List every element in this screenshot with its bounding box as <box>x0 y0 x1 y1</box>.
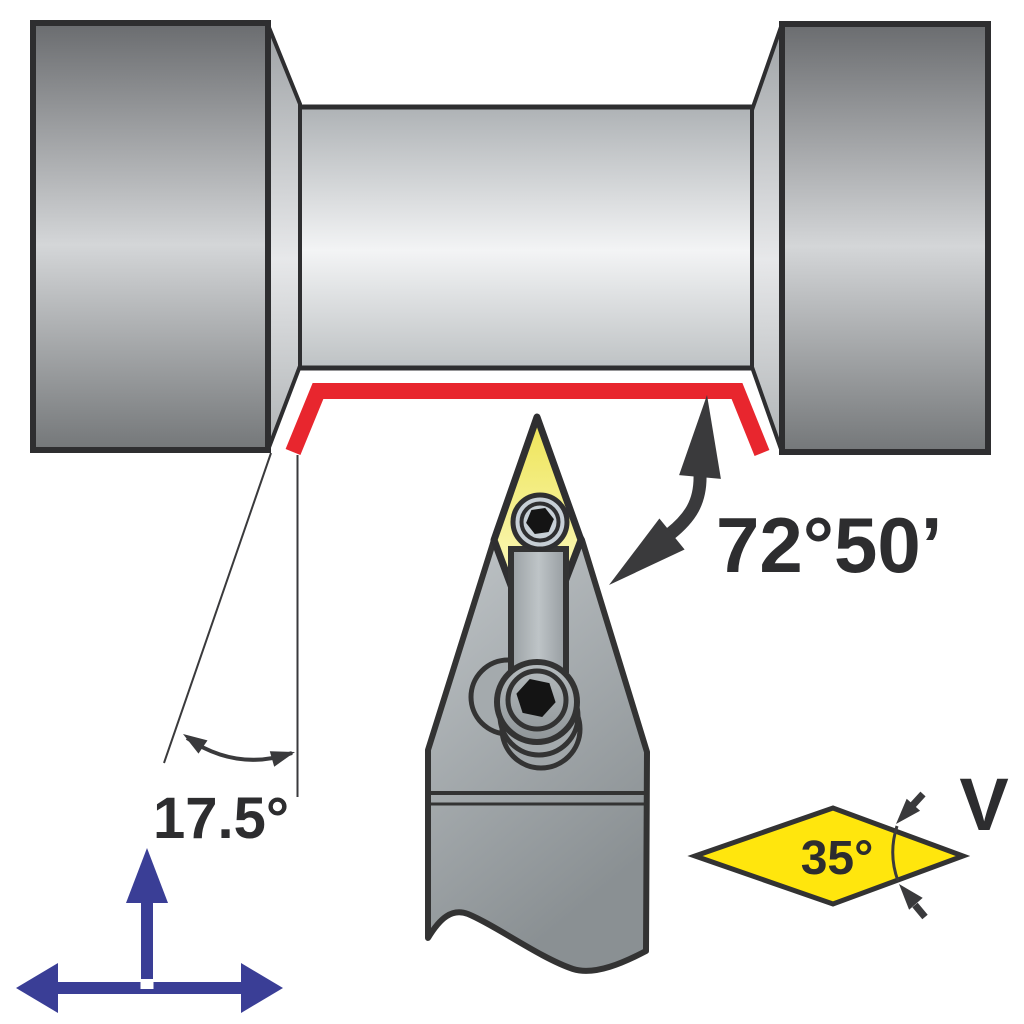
workpiece <box>30 20 991 455</box>
workpiece-right-bevel <box>750 23 784 453</box>
axis-arrow-right <box>241 963 283 1013</box>
axis-junction-gap <box>140 980 154 989</box>
back-angle-construction-lines <box>163 452 299 797</box>
clamp-arm <box>508 546 569 673</box>
axis-shaft-vertical <box>141 901 153 979</box>
insert-shape-legend <box>687 791 971 920</box>
angle-arc-arrow-icon <box>183 734 295 767</box>
insert-angle-arrow-icon <box>891 791 928 920</box>
curved-double-arrow-icon <box>609 395 721 585</box>
clamp-screw-head <box>505 668 569 732</box>
insert-screw-hex-socket-icon <box>526 508 554 534</box>
workpiece-left-bevel <box>266 24 302 451</box>
back-angle-label: 17.5° <box>153 786 289 851</box>
workpiece-right-flange <box>779 21 991 455</box>
feed-axes-arrow-icon <box>16 848 283 1013</box>
insert-screw-ring <box>519 501 561 543</box>
workpiece-left-flange <box>30 20 271 453</box>
workpiece-shaft <box>295 104 756 371</box>
axis-arrow-up <box>126 848 168 903</box>
insert-shape-code-label: V <box>959 763 1008 846</box>
entering-angle-label: 72°50’ <box>716 501 942 589</box>
angle-reference-slanted-line <box>163 452 272 764</box>
axis-arrow-left <box>16 963 58 1013</box>
insert-screw <box>510 492 570 552</box>
clamp-screw-hex-socket-icon <box>516 679 556 717</box>
tool-holder <box>425 413 650 974</box>
insert-point-angle-label: 35° <box>801 832 874 885</box>
cutting-path-line <box>285 383 770 456</box>
clamp-screw <box>494 659 583 771</box>
